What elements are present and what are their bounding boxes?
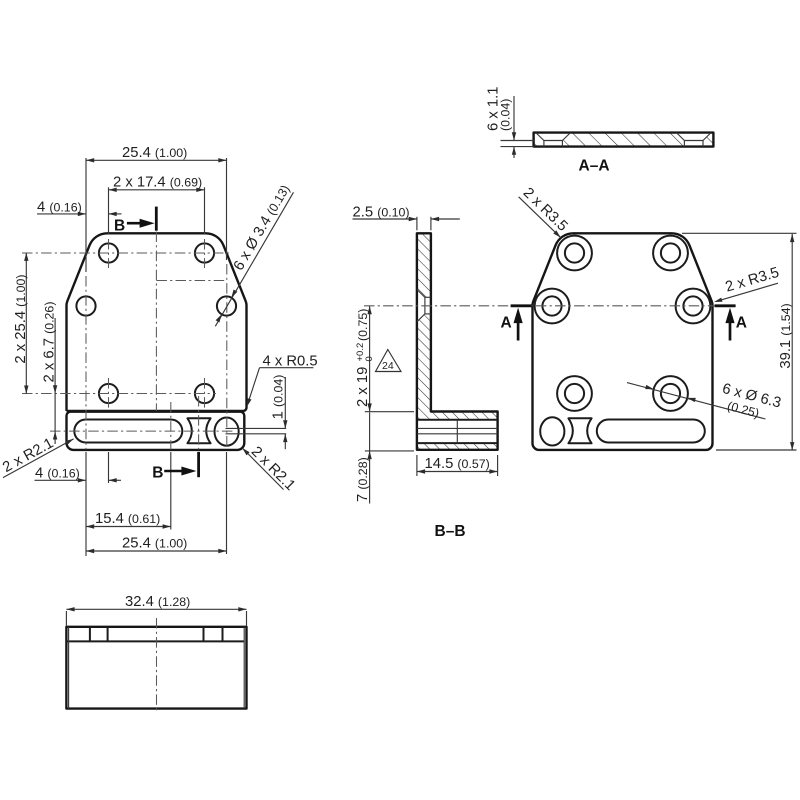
svg-text:14.5 (0.57): 14.5 (0.57) (425, 456, 490, 472)
svg-text:7 (0.28): 7 (0.28) (355, 457, 371, 502)
svg-text:4 (0.16): 4 (0.16) (35, 466, 80, 482)
svg-text:25.4 (1.00): 25.4 (1.00) (122, 145, 187, 161)
svg-text:6 x 1.1: 6 x 1.1 (486, 87, 502, 131)
svg-text:B–B: B–B (435, 523, 466, 540)
svg-text:2 x 25.4 (1.00): 2 x 25.4 (1.00) (13, 274, 29, 363)
svg-text:15.4 (0.61): 15.4 (0.61) (95, 511, 160, 527)
svg-text:0: 0 (364, 356, 375, 361)
svg-text:A: A (501, 315, 512, 332)
svg-text:B: B (114, 217, 125, 234)
svg-text:1 (0.04): 1 (0.04) (271, 375, 287, 420)
svg-text:32.4 (1.28): 32.4 (1.28) (125, 594, 190, 610)
svg-text:+0.2: +0.2 (355, 343, 366, 362)
svg-text:2 x 6.7 (0.26): 2 x 6.7 (0.26) (41, 302, 57, 383)
svg-text:25.4 (1.00): 25.4 (1.00) (122, 536, 187, 552)
svg-text:4 x R0.5: 4 x R0.5 (263, 353, 318, 369)
svg-text:2.5 (0.10): 2.5 (0.10) (353, 204, 410, 220)
svg-text:A: A (736, 315, 747, 332)
svg-text:24: 24 (382, 360, 394, 372)
svg-text:A–A: A–A (579, 157, 610, 174)
svg-text:39.1 (1.54): 39.1 (1.54) (778, 303, 794, 368)
svg-text:(0.04): (0.04) (499, 99, 513, 131)
svg-text:2 x 17.4 (0.69): 2 x 17.4 (0.69) (113, 174, 202, 190)
svg-text:(0.75): (0.75) (356, 309, 370, 341)
svg-text:4 (0.16): 4 (0.16) (37, 199, 82, 215)
svg-text:B: B (152, 464, 163, 481)
svg-text:2 x 19: 2 x 19 (355, 367, 371, 407)
